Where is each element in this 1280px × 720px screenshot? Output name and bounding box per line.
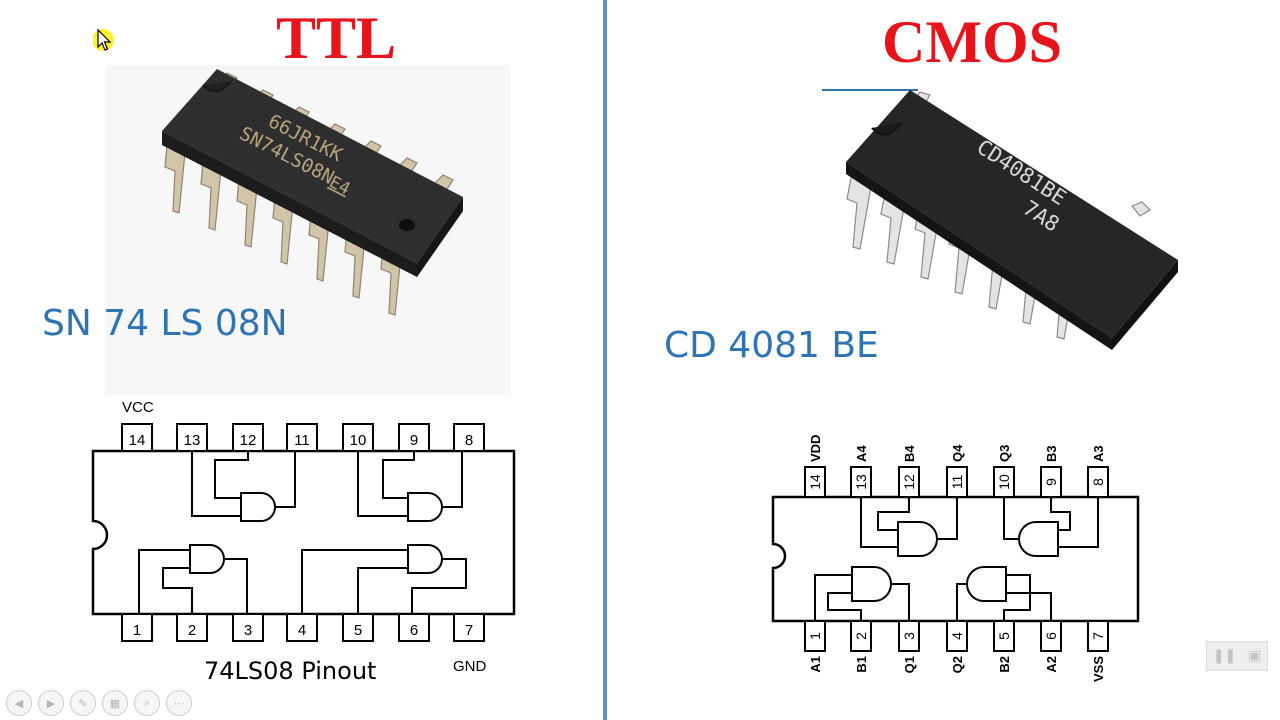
cmos-bottom-pin-number: 5 xyxy=(996,632,1012,640)
ttl-top-pin-box xyxy=(232,423,264,452)
ttl-chip-photo: 66JR1KK SN74LS08N E4 xyxy=(105,65,510,395)
cmos-top-pin-name: B4 xyxy=(902,445,917,462)
cmos-bottom-pin-name: A1 xyxy=(808,656,823,673)
cmos-bottom-pin-number: 7 xyxy=(1090,632,1106,640)
ttl-top-pin-box xyxy=(453,423,485,452)
ttl-top-pin-number: 14 xyxy=(129,432,146,449)
zoom-icon[interactable]: ⌕ xyxy=(134,690,160,716)
cmos-bottom-pin-name: B1 xyxy=(854,656,869,673)
slides-icon[interactable]: ▦ xyxy=(102,690,128,716)
ttl-bottom-pin-number: 7 xyxy=(465,622,473,639)
cmos-top-pin-number: 13 xyxy=(853,474,869,490)
cmos-bottom-pin-number: 2 xyxy=(853,632,869,640)
cmos-top-pin-name: Q3 xyxy=(997,445,1012,462)
cmos-part-number: CD 4081 BE xyxy=(664,325,879,366)
ttl-bottom-pin-number: 6 xyxy=(410,622,418,639)
ttl-bottom-pin-box xyxy=(453,613,485,642)
cmos-top-pin-name: Q4 xyxy=(950,444,965,462)
cmos-bottom-pin-number: 1 xyxy=(807,632,823,640)
ttl-bottom-pin-box xyxy=(342,613,374,642)
more-icon[interactable]: ⋯ xyxy=(166,690,192,716)
cmos-bottom-pin-number: 3 xyxy=(901,632,917,640)
pen-icon[interactable]: ✎ xyxy=(70,690,96,716)
cmos-top-pin-box xyxy=(804,466,826,498)
cmos-bottom-pin-number: 6 xyxy=(1043,632,1059,640)
cmos-top-pin-number: 9 xyxy=(1043,478,1059,486)
ttl-top-pin-number: 8 xyxy=(465,432,473,449)
cmos-top-pin-number: 12 xyxy=(901,474,917,490)
ttl-bottom-pin-number: 5 xyxy=(354,622,362,639)
cmos-bottom-pin-name: Q2 xyxy=(950,656,965,673)
ttl-top-pin-number: 12 xyxy=(240,432,257,449)
column-divider xyxy=(603,0,607,720)
cmos-chip-photo: CD4081BE 7A8 xyxy=(822,88,1182,393)
ttl-top-pin-box xyxy=(286,423,318,452)
ttl-top-pin-number: 9 xyxy=(410,432,418,449)
ttl-bottom-pin-number: 3 xyxy=(244,622,252,639)
cmos-title: CMOS xyxy=(882,9,1062,75)
cmos-bottom-pin-name: VSS xyxy=(1091,656,1106,682)
cmos-top-pin-number: 14 xyxy=(807,474,823,490)
ttl-top-pin-box xyxy=(398,423,430,452)
ttl-bottom-pin-number: 4 xyxy=(298,622,306,639)
cursor-arrow-icon xyxy=(93,28,114,51)
ttl-bottom-pin-box xyxy=(121,613,153,642)
cmos-bottom-pin-box xyxy=(1087,620,1109,652)
ttl-top-pin-box xyxy=(342,423,374,452)
ttl-top-pin-number: 13 xyxy=(184,432,201,449)
cmos-bottom-pin-name: A2 xyxy=(1044,656,1059,673)
pause-icon[interactable]: ❚❚ xyxy=(1212,648,1237,664)
ttl-top-pin-box xyxy=(121,423,153,452)
vcc-label: VCC xyxy=(122,399,154,416)
cmos-top-pin-name: B3 xyxy=(1044,445,1059,462)
screen-icon[interactable]: ▣ xyxy=(1247,648,1262,664)
cmos-top-pin-name: VDD xyxy=(808,435,823,462)
slide-navigation: ◀ ▶ ✎ ▦ ⌕ ⋯ xyxy=(6,690,192,716)
cmos-top-pin-number: 8 xyxy=(1090,478,1106,486)
pinout-caption: 74LS08 Pinout xyxy=(204,657,376,685)
cmos-bottom-pin-name: Q1 xyxy=(902,656,917,673)
ttl-bottom-pin-box xyxy=(232,613,264,642)
ttl-top-pin-number: 11 xyxy=(294,432,310,449)
ttl-top-pin-number: 10 xyxy=(350,432,367,449)
ttl-bottom-pin-number: 1 xyxy=(133,622,141,639)
ttl-bottom-pin-number: 2 xyxy=(188,622,196,639)
cmos-bottom-pin-name: B2 xyxy=(997,656,1012,673)
cmos-top-pin-name: A4 xyxy=(854,445,869,462)
next-icon[interactable]: ▶ xyxy=(38,690,64,716)
ttl-title: TTL xyxy=(276,5,397,71)
ttl-bottom-pin-box xyxy=(398,613,430,642)
cmos-top-pin-number: 11 xyxy=(949,475,965,490)
cmos-top-pin-name: A3 xyxy=(1091,445,1106,462)
ttl-part-number: SN 74 LS 08N xyxy=(42,303,288,344)
gnd-label: GND xyxy=(453,658,487,675)
video-controls: ❚❚ ▣ xyxy=(1206,641,1268,671)
previous-icon[interactable]: ◀ xyxy=(6,690,32,716)
cmos-top-pin-number: 10 xyxy=(996,474,1012,490)
cmos-bottom-pin-number: 4 xyxy=(949,632,965,640)
